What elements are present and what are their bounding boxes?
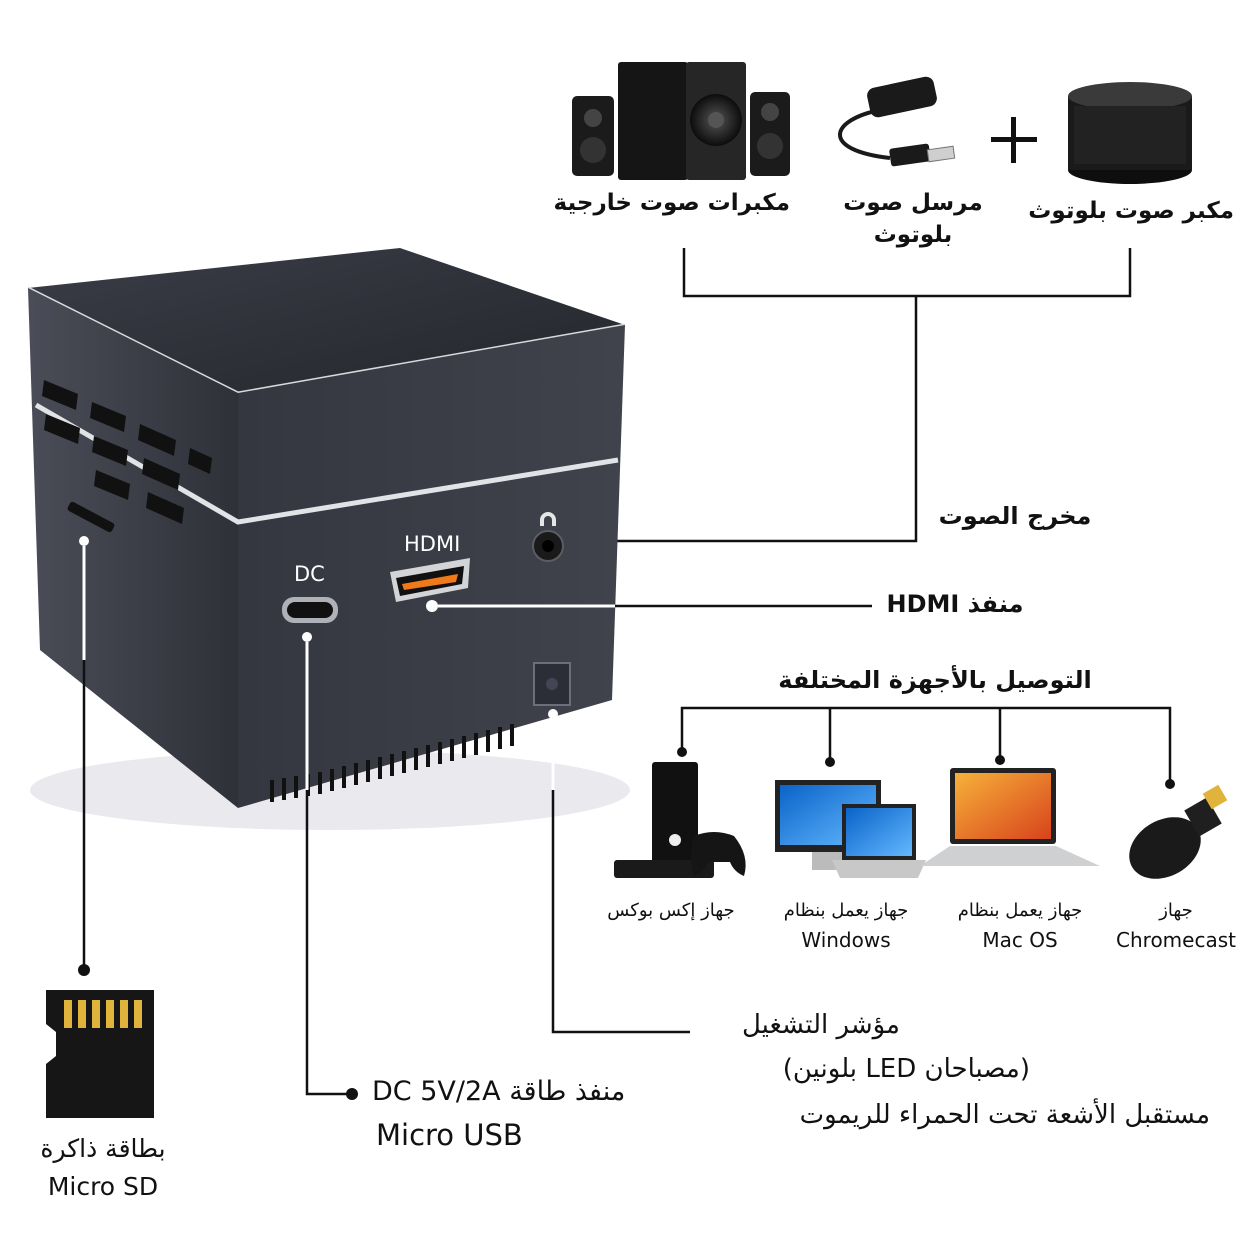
windows-computer-icon: [775, 780, 926, 878]
audio-devices-bracket: [583, 248, 1132, 543]
bt-transmitter-label-line2: بلوتوث: [873, 222, 953, 248]
audio-out-label: مخرج الصوت: [938, 502, 1092, 530]
bluetooth-speaker-icon: [1068, 82, 1192, 184]
hdmi-port-label: HDMI: [404, 532, 461, 556]
mini-pc-cube: [27, 248, 630, 830]
sd-card-label-line1: بطاقة ذاكرة: [40, 1134, 166, 1163]
windows-label-line1: جهاز يعمل بنظام: [783, 900, 909, 921]
windows-label-line2: Windows: [801, 928, 891, 952]
dc-port-label: DC: [294, 562, 325, 586]
xbox-icon: [614, 762, 746, 878]
macos-label-line1: جهاز يعمل بنظام: [957, 900, 1083, 921]
external-speakers-label: مكبرات صوت خارجية: [553, 190, 790, 216]
dc-callout-label-line2: Micro USB: [376, 1118, 523, 1152]
sd-card-label-line2: Micro SD: [47, 1172, 159, 1201]
power-indicator-label-line2: (مصباحان LED بلونين): [782, 1054, 1030, 1084]
headphone-icon: [540, 512, 556, 526]
external-speakers-icon: [572, 62, 790, 180]
hdmi-callout-label: منفذ HDMI: [886, 590, 1024, 618]
plus-icon: [991, 117, 1037, 163]
dc-dot: [346, 1088, 358, 1100]
xbox-label: جهاز إكس بوكس: [607, 900, 735, 921]
power-indicator-label-line3: مستقبل الأشعة تحت الحمراء للريموت: [799, 1100, 1210, 1130]
chromecast-label-line1: جهاز: [1159, 900, 1193, 921]
bluetooth-transmitter-icon: [838, 76, 956, 167]
bt-speaker-label: مكبر صوت بلوتوث: [1028, 198, 1234, 224]
hdmi-dot: [426, 600, 438, 612]
power-indicator-label-line1: مؤشر التشغيل: [741, 1010, 900, 1040]
sd-dot: [78, 964, 90, 976]
connect-devices-bracket: [680, 706, 1172, 782]
bt-transmitter-label-line1: مرسل صوت: [843, 190, 983, 216]
macbook-icon: [920, 768, 1100, 866]
dc-callout-label-line1: منفذ طاقة DC 5V/2A: [372, 1076, 626, 1107]
macos-label-line2: Mac OS: [982, 928, 1058, 952]
connect-devices-title: التوصيل بالأجهزة المختلفة: [778, 666, 1092, 694]
chromecast-icon: [1129, 784, 1228, 879]
chromecast-label-line2: Chromecast: [1116, 928, 1236, 952]
micro-sd-card-icon: [46, 990, 154, 1118]
